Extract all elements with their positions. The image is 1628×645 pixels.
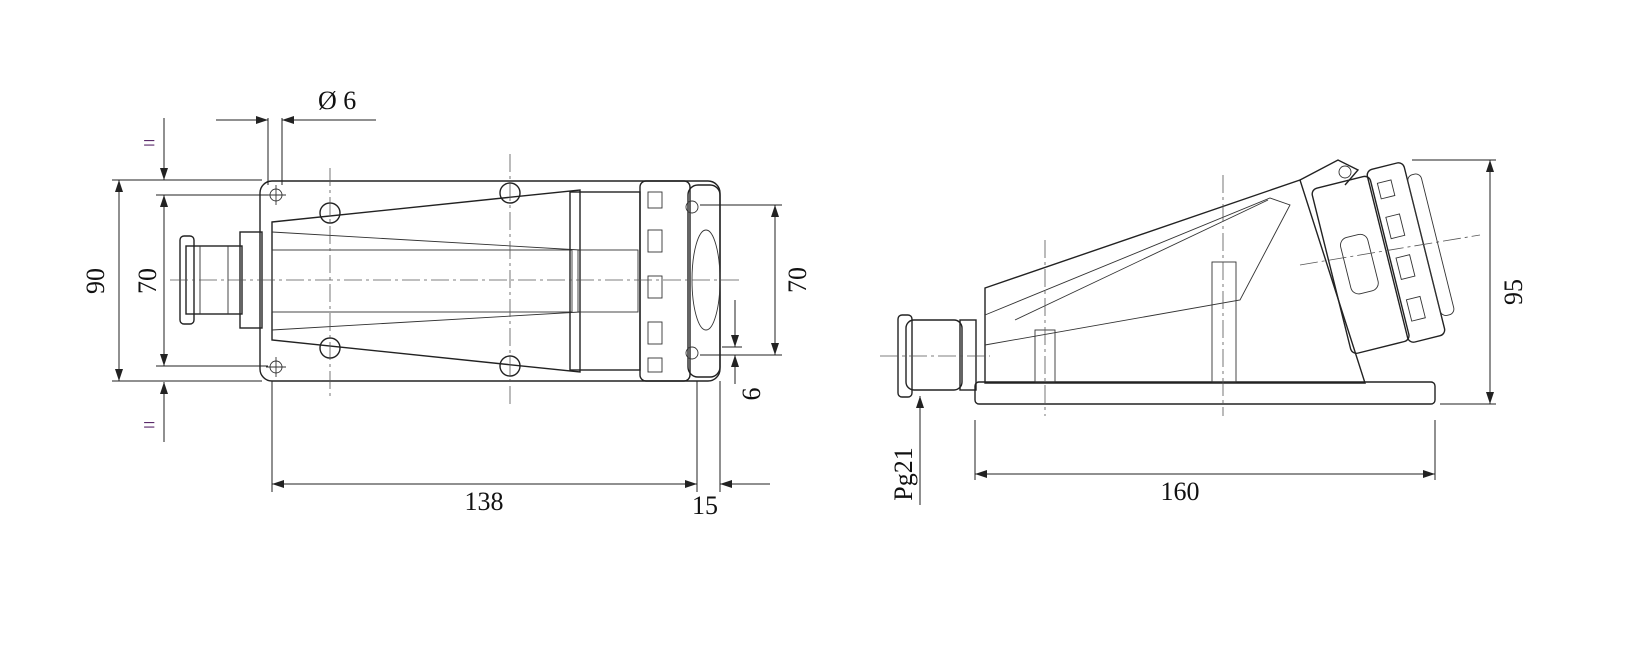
side-view: Pg21 160 95 xyxy=(880,159,1528,506)
dim-depth: 15 xyxy=(692,491,718,520)
dim-length: 138 xyxy=(465,487,504,516)
flange-teeth xyxy=(647,191,663,373)
pin-bottom-right xyxy=(499,355,521,377)
side-base xyxy=(974,381,1436,405)
top-view: Ø 6 = = 90 70 70 xyxy=(81,86,812,520)
housing-body xyxy=(271,189,581,373)
dim-gap: 6 xyxy=(737,388,766,401)
side-housing xyxy=(984,179,1366,384)
dim-height-inner: 70 xyxy=(133,268,162,294)
eq-mark-bottom: = xyxy=(143,412,155,437)
dim-front-height: 70 xyxy=(783,267,812,293)
side-socket xyxy=(1311,162,1455,354)
dim-total-height: 95 xyxy=(1499,279,1528,305)
dim-thread: Pg21 xyxy=(889,447,918,500)
dim-height-outer: 90 xyxy=(81,268,110,294)
base-plate xyxy=(259,180,721,382)
eq-mark-top: = xyxy=(143,130,155,155)
dim-diameter: Ø 6 xyxy=(318,86,356,115)
socket-flange xyxy=(639,180,691,382)
dim-base-length: 160 xyxy=(1161,477,1200,506)
lid xyxy=(687,184,721,378)
